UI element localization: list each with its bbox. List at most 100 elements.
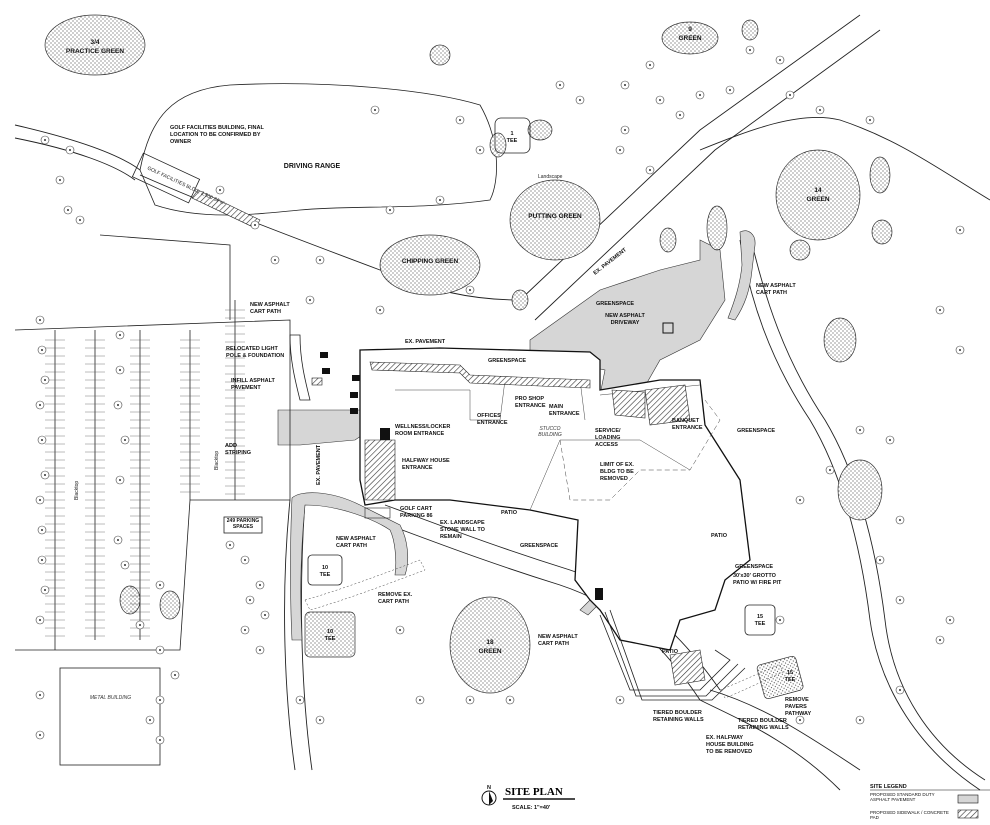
putting-green-label: PUTTING GREEN [528,213,582,220]
tree-trunk [624,84,626,86]
tree-trunk [159,584,161,586]
tree-trunk [319,719,321,721]
greenspace-4: GREENSPACE [520,543,558,549]
tree-trunk [939,309,941,311]
remove-cart-path-label: REMOVE EX. CART PATH [378,592,413,605]
tree-trunk [259,584,261,586]
tree-trunk [469,289,471,291]
mound-12 [119,585,141,615]
legend-item-2: PROPOSED SIDEWALK / CONCRETE PAD [870,810,949,820]
wellness-door [380,428,390,440]
tree-trunk [379,309,381,311]
tree-trunk [479,149,481,151]
patio-1: PATIO [501,510,518,516]
legend-title: SITE LEGEND [870,784,907,790]
new-cart-path-3: NEW ASPHALT CART PATH [336,536,376,549]
metal-building-label: METAL BUILDING [89,695,132,701]
tee-15a-box [744,604,776,636]
remove-cart-path [304,559,426,611]
greenspace-2: GREENSPACE [596,301,634,307]
mound-7 [489,132,507,158]
tree-trunk [124,439,126,441]
green-18 [449,596,531,694]
tee-15b-box [756,655,804,700]
tree-trunk [159,649,161,651]
dark-car-4 [350,392,358,398]
offices-label: OFFICES ENTRANCE [477,413,508,426]
stair-south [595,588,603,600]
limit-ex-building [559,399,721,501]
mound-5 [871,219,893,245]
blacktop-1: Blacktop [74,481,80,500]
tree-trunk [259,649,261,651]
tree-trunk [249,599,251,601]
tee-10b-num: 10 [327,629,333,635]
tree-trunk [44,474,46,476]
tree-trunk [829,469,831,471]
parking-spaces-box [223,516,263,534]
tee-15a-label: TEE [755,621,766,627]
tree-trunk [41,439,43,441]
roads [14,14,990,791]
tree-trunk [44,379,46,381]
mound-10 [511,289,529,311]
tree-trunk [779,59,781,61]
new-cart-path-2: NEW ASPHALT CART PATH [250,302,290,315]
dark-car-2 [322,368,330,374]
tiered-2-label: TIERED BOULDER RETAINING WALLS [738,718,789,731]
mound-13 [159,590,181,620]
tree-trunk [41,349,43,351]
retaining-walls-1 [599,611,739,697]
tree-trunk [274,259,276,261]
tee-1-box [494,117,531,154]
plan-title: SITE PLAN [505,786,563,798]
plan-scale: SCALE: 1"=40' [512,805,551,811]
chipping-green [379,234,481,296]
tee-15b-label: TEE [785,677,796,683]
tree-trunk [299,699,301,701]
tree-trunk [649,64,651,66]
ex-landscape-label: EX. LANDSCAPE STONE WALL TO REMAIN [440,520,485,540]
tree-trunk [879,559,881,561]
mound-4 [869,156,891,194]
tree-trunk [729,89,731,91]
tree-trunk [67,209,69,211]
new-cart-path-left [290,492,409,641]
stucco-label: STUCCO BUILDING [538,426,562,438]
mound-6 [789,239,811,261]
dark-car-5 [350,408,358,414]
green-18-label: GREEN [478,648,501,655]
green-14-label: GREEN [806,196,829,203]
ex-pavement-road: EX. PAVEMENT [593,247,629,277]
tree-trunk [679,114,681,116]
retaining-walls-2 [609,609,746,701]
tree-trunk [309,299,311,301]
green-9-num: 9 [688,26,692,33]
tree-trunk [799,719,801,721]
halfway-removed-label: EX. HALFWAY HOUSE BUILDING TO BE REMOVED [706,735,754,755]
remove-pavers-path [719,664,784,699]
tree-trunk [789,94,791,96]
tee-1-num: 1 [510,131,513,137]
greenspace-1: GREENSPACE [488,358,526,364]
new-asphalt-driveway-label: NEW ASPHALT DRIVEWAY [605,313,645,326]
legend-swatch-sidewalk [957,809,979,819]
tree-trunk [949,619,951,621]
tee-10a-num: 10 [322,565,328,571]
putting-green [509,179,601,261]
tree-trunk [959,349,961,351]
golf-facilities-box [131,152,201,204]
mound-9 [659,227,677,253]
tree-trunk [39,404,41,406]
new-cart-path-1: NEW ASPHALT CART PATH [756,283,796,296]
trees [35,45,965,745]
tree-trunk [119,369,121,371]
tree-trunk [799,499,801,501]
practice-green [44,14,146,76]
tee-15b-num: 15 [787,670,793,676]
tee-10a-label: TEE [320,572,331,578]
pro-shop-label: PRO SHOP ENTRANCE [515,396,546,409]
golf-facilities-label: GOLF FACILITIES BUILDING, FINAL LOCATION… [170,125,264,145]
tree-trunk [374,109,376,111]
